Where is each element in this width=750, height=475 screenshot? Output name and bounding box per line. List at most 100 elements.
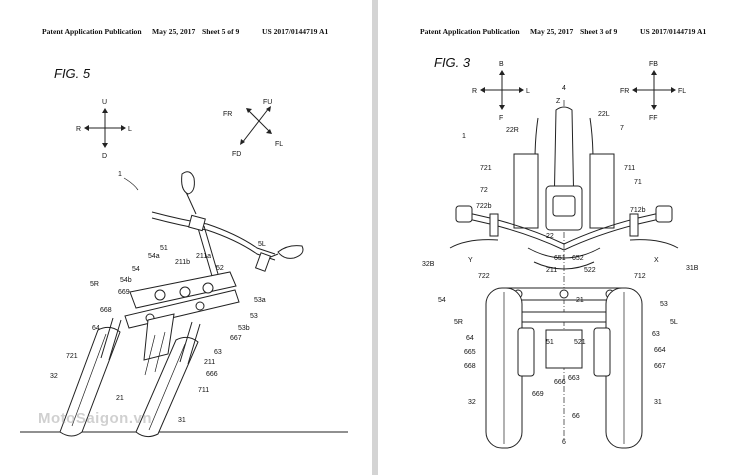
svg-text:53a: 53a (254, 297, 266, 304)
svg-text:211b: 211b (175, 259, 190, 266)
header-patent-number: US 2017/0144719 A1 (640, 27, 707, 36)
svg-text:71: 71 (634, 179, 642, 186)
svg-text:666: 666 (206, 371, 218, 378)
svg-text:712b: 712b (630, 207, 646, 214)
svg-text:63: 63 (214, 349, 222, 356)
svg-text:211: 211 (204, 359, 215, 366)
svg-text:51: 51 (160, 245, 168, 252)
svg-text:5R: 5R (454, 319, 463, 326)
header-date: May 25, 2017 (152, 27, 196, 36)
svg-text:53: 53 (660, 301, 668, 308)
svg-text:22: 22 (546, 233, 554, 240)
svg-text:669: 669 (118, 289, 130, 296)
svg-text:667: 667 (654, 363, 666, 370)
figure-label: FIG. 5 (54, 66, 91, 81)
svg-text:651: 651 (554, 255, 566, 262)
header-publication: Patent Application Publication (42, 27, 142, 36)
header-sheet: Sheet 3 of 9 (580, 27, 618, 36)
svg-text:31: 31 (178, 417, 186, 424)
svg-text:X: X (654, 257, 659, 264)
compass-ff-label: FF (649, 115, 658, 122)
svg-text:6: 6 (562, 439, 566, 446)
wheel-32-left (59, 326, 121, 437)
page-gutter (372, 0, 378, 475)
svg-text:54: 54 (132, 266, 140, 273)
header-date: May 25, 2017 (530, 27, 574, 36)
svg-text:211a: 211a (196, 253, 211, 260)
svg-text:52: 52 (216, 265, 224, 272)
svg-text:31B: 31B (686, 265, 699, 272)
svg-text:4: 4 (562, 85, 566, 92)
compass-fl: FL (678, 88, 686, 95)
svg-text:Y: Y (468, 257, 473, 264)
svg-text:53: 53 (250, 313, 258, 320)
svg-text:21: 21 (116, 395, 124, 402)
figure-label: FIG. 3 (434, 55, 471, 70)
svg-text:721: 721 (66, 353, 78, 360)
svg-text:1: 1 (462, 133, 466, 140)
compass-fl: FL (275, 141, 283, 148)
compass-fd: FD (232, 151, 241, 158)
svg-text:711: 711 (198, 387, 209, 394)
svg-text:31: 31 (654, 399, 662, 406)
svg-text:21: 21 (576, 297, 584, 304)
svg-text:22R: 22R (506, 127, 519, 134)
svg-text:51: 51 (546, 339, 554, 346)
svg-text:711: 711 (624, 165, 635, 172)
compass-fr: FR (223, 111, 232, 118)
svg-text:668: 668 (100, 307, 112, 314)
wheel-32-left (485, 287, 523, 449)
compass-fu: FU (263, 99, 272, 106)
compass-fr: FR (620, 88, 629, 95)
compass-b: B (499, 61, 504, 68)
compass-f: F (499, 115, 503, 122)
compass-d: D (102, 153, 107, 160)
svg-text:712: 712 (634, 273, 646, 280)
svg-text:32B: 32B (422, 261, 435, 268)
svg-text:665: 665 (464, 349, 476, 356)
header-publication: Patent Application Publication (420, 27, 520, 36)
svg-text:66: 66 (572, 413, 580, 420)
compass-ff: FB FF FR FL (620, 61, 686, 122)
svg-text:721: 721 (480, 165, 492, 172)
svg-text:521: 521 (574, 339, 586, 346)
compass-r: R (472, 88, 477, 95)
svg-text:72: 72 (480, 187, 488, 194)
svg-text:64: 64 (92, 325, 100, 332)
svg-text:54a: 54a (148, 253, 160, 260)
compass-bfrl: B F R L (472, 61, 530, 122)
svg-text:53b: 53b (238, 325, 250, 332)
svg-text:32: 32 (468, 399, 476, 406)
compass-l: L (128, 126, 132, 133)
svg-text:7: 7 (620, 125, 624, 132)
header-sheet: Sheet 5 of 9 (202, 27, 240, 36)
svg-text:669: 669 (532, 391, 544, 398)
patent-sheet-right: Patent Application Publication May 25, 2… (378, 0, 750, 475)
compass-l: L (526, 88, 530, 95)
svg-text:1: 1 (118, 171, 122, 178)
wheel-31-right (605, 287, 643, 449)
svg-text:722: 722 (478, 273, 490, 280)
svg-text:667: 667 (230, 335, 242, 342)
svg-text:652: 652 (572, 255, 584, 262)
compass-u: U (102, 99, 107, 106)
svg-text:Z: Z (556, 98, 561, 105)
svg-text:668: 668 (464, 363, 476, 370)
svg-text:522: 522 (584, 267, 596, 274)
svg-text:22L: 22L (598, 111, 610, 118)
svg-text:54: 54 (438, 297, 446, 304)
compass-fb: FB (649, 61, 658, 68)
compass-diagonal: FU FR FD FL (223, 99, 283, 158)
svg-text:663: 663 (568, 375, 580, 382)
svg-text:5L: 5L (670, 319, 678, 326)
svg-text:32: 32 (50, 373, 58, 380)
patent-sheet-left: Patent Application Publication May 25, 2… (0, 0, 372, 475)
svg-text:54b: 54b (120, 277, 132, 284)
svg-text:63: 63 (652, 331, 660, 338)
svg-text:5R: 5R (90, 281, 99, 288)
svg-text:722b: 722b (476, 203, 492, 210)
svg-text:64: 64 (466, 335, 474, 342)
compass-udrl: U D R L (76, 99, 132, 160)
compass-r: R (76, 126, 81, 133)
header-patent-number: US 2017/0144719 A1 (262, 27, 329, 36)
